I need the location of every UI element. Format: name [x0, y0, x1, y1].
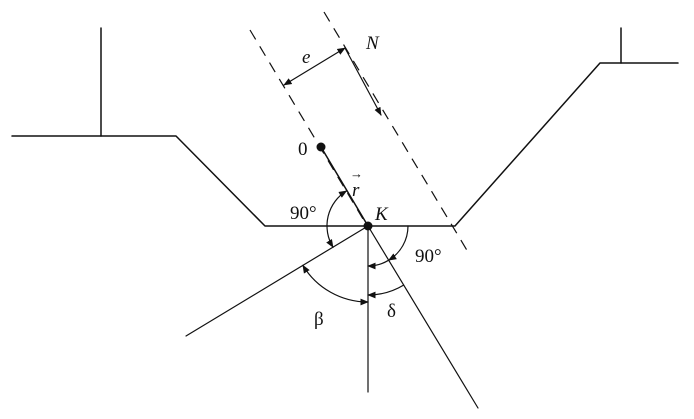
label-k: K	[374, 204, 389, 225]
angle-arc-delta	[367, 259, 390, 270]
label-n: N	[365, 33, 380, 54]
normal-n-arrow	[344, 47, 382, 116]
origin-point	[316, 142, 326, 152]
angle-arc-90-right	[387, 225, 409, 261]
angle-arc-delta-lower	[367, 284, 405, 299]
label-r: r	[352, 180, 360, 201]
label-origin: 0	[298, 139, 308, 160]
label-delta: δ	[387, 301, 396, 322]
label-90-right: 90°	[415, 246, 442, 267]
radius-vector-r	[320, 146, 369, 227]
label-beta: β	[314, 309, 324, 330]
label-90-left: 90°	[290, 203, 317, 224]
dashed-line-right	[323, 11, 469, 253]
profile-outline	[11, 62, 679, 227]
label-e: e	[302, 47, 310, 68]
left-ray	[185, 225, 369, 337]
angle-arc-beta	[302, 264, 369, 306]
angle-arc-90-left	[326, 190, 348, 248]
right-ray	[367, 225, 479, 409]
label-r-arrow: →	[350, 166, 363, 181]
offset-e-dimension	[283, 47, 346, 86]
